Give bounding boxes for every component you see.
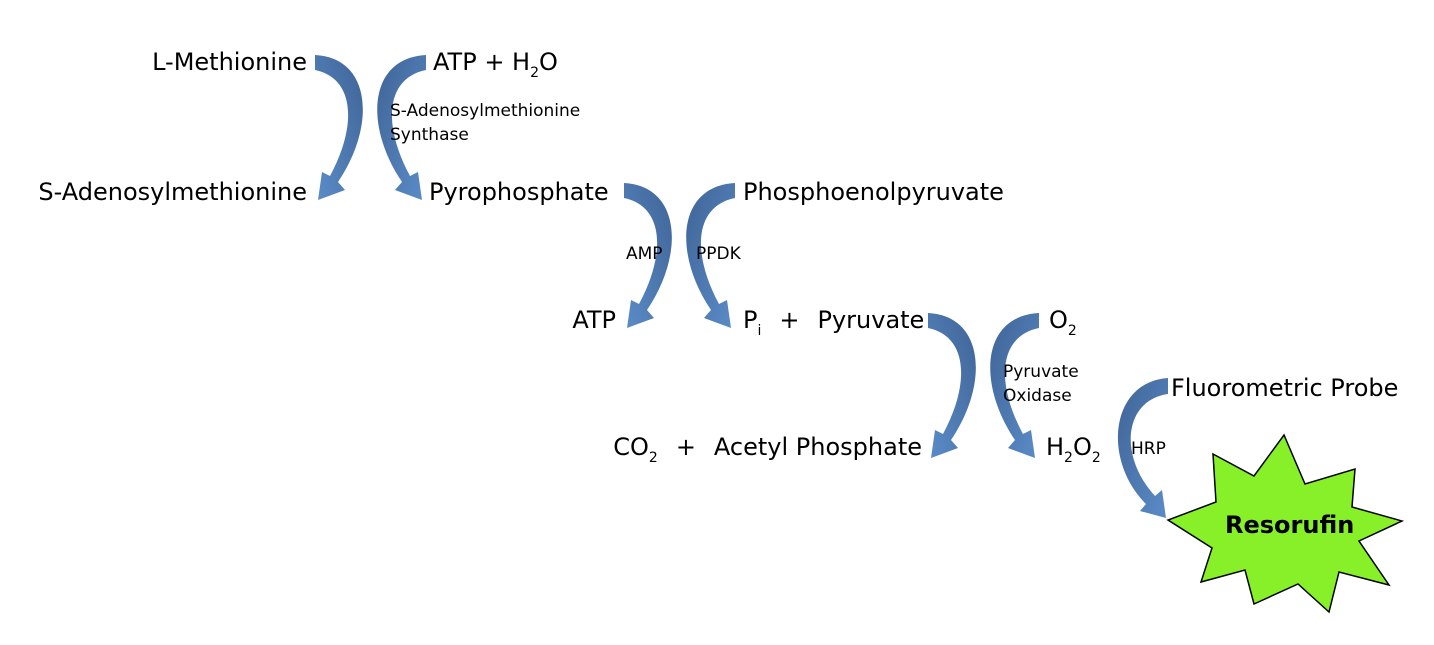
arrow-oxygen-to-h2o2	[990, 313, 1039, 458]
arrow-pyruvate-to-acetyl-phosphate	[928, 313, 976, 458]
arrow-atp-to-pyrophosphate	[377, 55, 426, 200]
arrow-probe-to-resorufin	[1117, 378, 1168, 518]
atp-water-main: ATP + H	[433, 48, 531, 76]
phosphate-pyruvate-label: Pi + Pyruvate	[743, 306, 925, 338]
pyruvate-text: Pyruvate	[817, 306, 925, 334]
h-main: H	[1046, 433, 1065, 461]
co2-main: CO	[613, 433, 649, 461]
h-subscript: 2	[1064, 450, 1073, 466]
fluorometric-probe-label: Fluorometric Probe	[1171, 374, 1399, 402]
ppdk-label: PPDK	[696, 244, 741, 264]
phosphate-subscript: i	[757, 323, 762, 339]
phosphate-main: P	[743, 306, 758, 334]
atp-water-label: ATP + H2O	[433, 48, 558, 80]
amp-label: AMP	[626, 244, 663, 264]
co2-acetyl-phosphate-label: CO2 + Acetyl Phosphate	[613, 433, 922, 465]
hydrogen-peroxide-label: H2O2	[1046, 433, 1101, 465]
oxygen-label: O2	[1049, 306, 1077, 338]
water-subscript: 2	[530, 65, 540, 81]
hrp-label: HRP	[1131, 439, 1166, 459]
acetyl-phosphate-text: Acetyl Phosphate	[713, 433, 922, 461]
oxygen-subscript: 2	[1067, 323, 1077, 339]
sam-synthase-label-line1: S-Adenosylmethionine	[390, 101, 581, 121]
atp-product-label: ATP	[572, 306, 616, 334]
co2-subscript: 2	[648, 450, 658, 466]
arrow-methionine-to-sam	[315, 55, 363, 200]
sam-synthase-label-line2: Synthase	[390, 125, 469, 145]
water-tail: O	[539, 48, 558, 76]
phosphoenolpyruvate-label: Phosphoenolpyruvate	[743, 178, 1004, 206]
o-main: O	[1072, 433, 1092, 461]
plus-sign: +	[779, 306, 800, 334]
s-adenosylmethionine-label: S-Adenosylmethionine	[38, 178, 307, 206]
o-subscript: 2	[1091, 450, 1101, 466]
arrow-pyrophosphate-to-atp	[624, 183, 672, 328]
oxygen-main: O	[1049, 306, 1068, 334]
pyruvate-oxidase-label-line1: Pyruvate	[1003, 362, 1079, 382]
pyrophosphate-label: Pyrophosphate	[429, 178, 609, 206]
resorufin-label: Resorufin	[1225, 511, 1355, 539]
plus-sign-2: +	[675, 433, 696, 461]
l-methionine-label: L-Methionine	[152, 48, 307, 76]
resorufin-starburst	[1166, 433, 1405, 614]
pyruvate-oxidase-label-line2: Oxidase	[1003, 386, 1072, 406]
arrow-pep-to-pyruvate	[686, 183, 735, 328]
